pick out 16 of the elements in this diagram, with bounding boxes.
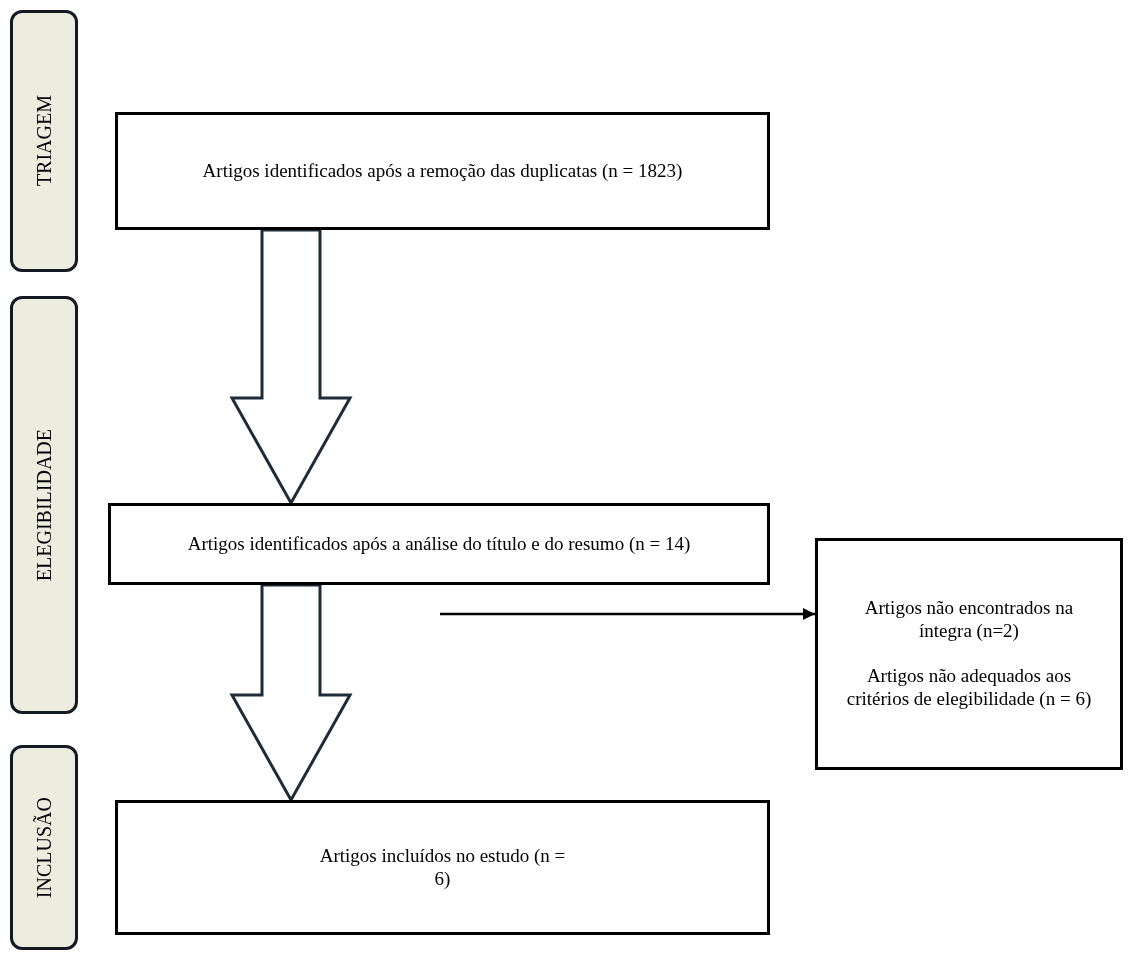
- process-box: [115, 112, 770, 230]
- stage-label: ELEGIBILIDADE: [32, 428, 56, 582]
- process-box: [108, 503, 770, 585]
- box-text: Artigos não adequados aos critérios de elegibilidade (n = 6): [845, 665, 1093, 711]
- box-text: Artigos incluídos no estudo (n = 6): [318, 844, 567, 891]
- stage-band: [10, 296, 78, 714]
- box-text: Artigos identificados após a análise do título e do resumo (n = 14): [187, 532, 691, 556]
- stage-band: [10, 745, 78, 950]
- exclusion-box: [815, 538, 1123, 770]
- stage-label: TRIAGEM: [32, 95, 56, 187]
- stage-label: INCLUSÃO: [32, 796, 56, 899]
- box-text: Artigos não encontrados na íntegra (n=2): [863, 597, 1075, 643]
- stage-band: [10, 10, 78, 272]
- arrow: [440, 607, 815, 621]
- box-text: Artigos identificados após a remoção das duplicatas (n = 1823): [202, 159, 683, 183]
- process-box: [115, 800, 770, 935]
